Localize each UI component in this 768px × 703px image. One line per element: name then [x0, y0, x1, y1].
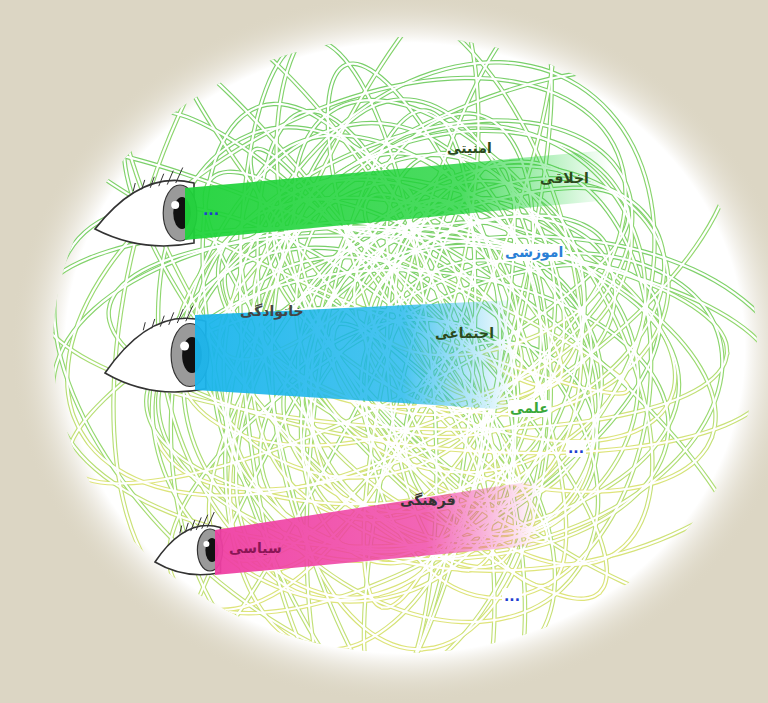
yarn-strand-core — [109, 235, 768, 453]
yarn-lines — [39, 0, 768, 703]
eye-highlight — [171, 201, 179, 209]
glow — [10, 0, 768, 703]
beam-fill — [185, 150, 610, 240]
view-beam: امنیتی اخلاقی... — [185, 140, 625, 250]
aspect-label: اجتماعی — [435, 325, 494, 342]
aspect-label: اموزشی — [503, 244, 565, 261]
aspect-label: سیاسی — [229, 540, 282, 557]
eye-highlight — [180, 342, 189, 351]
beam-shape — [185, 140, 625, 250]
aspect-label: ... — [566, 440, 586, 457]
yarn-strand-core — [115, 0, 497, 557]
yarn-strand-core — [230, 0, 556, 570]
eyelashes — [133, 168, 183, 192]
aspect-label: علمی — [508, 400, 551, 417]
aspect-label: اخلاقی — [540, 170, 589, 187]
eyelashes — [180, 512, 215, 534]
beam-shape — [215, 470, 550, 585]
view-beam: خانوادگی اجتماعی — [195, 295, 525, 415]
eye — [95, 168, 197, 246]
aspect-label: خانوادگی — [240, 303, 304, 320]
eye — [155, 512, 223, 575]
aspect-label: ... — [203, 202, 219, 219]
eye — [105, 306, 209, 392]
yarn-strand-core — [54, 206, 555, 680]
aspect-label: ... — [502, 588, 522, 605]
aspect-label: فرهنگی — [400, 492, 456, 509]
aspect-label: امنیتی — [447, 140, 492, 157]
eyelashes — [143, 306, 193, 331]
eye-highlight — [203, 541, 209, 547]
beam-fill — [195, 300, 515, 410]
beam-fill — [215, 480, 540, 575]
view-beam: فرهنگی سیاسی — [215, 470, 550, 585]
